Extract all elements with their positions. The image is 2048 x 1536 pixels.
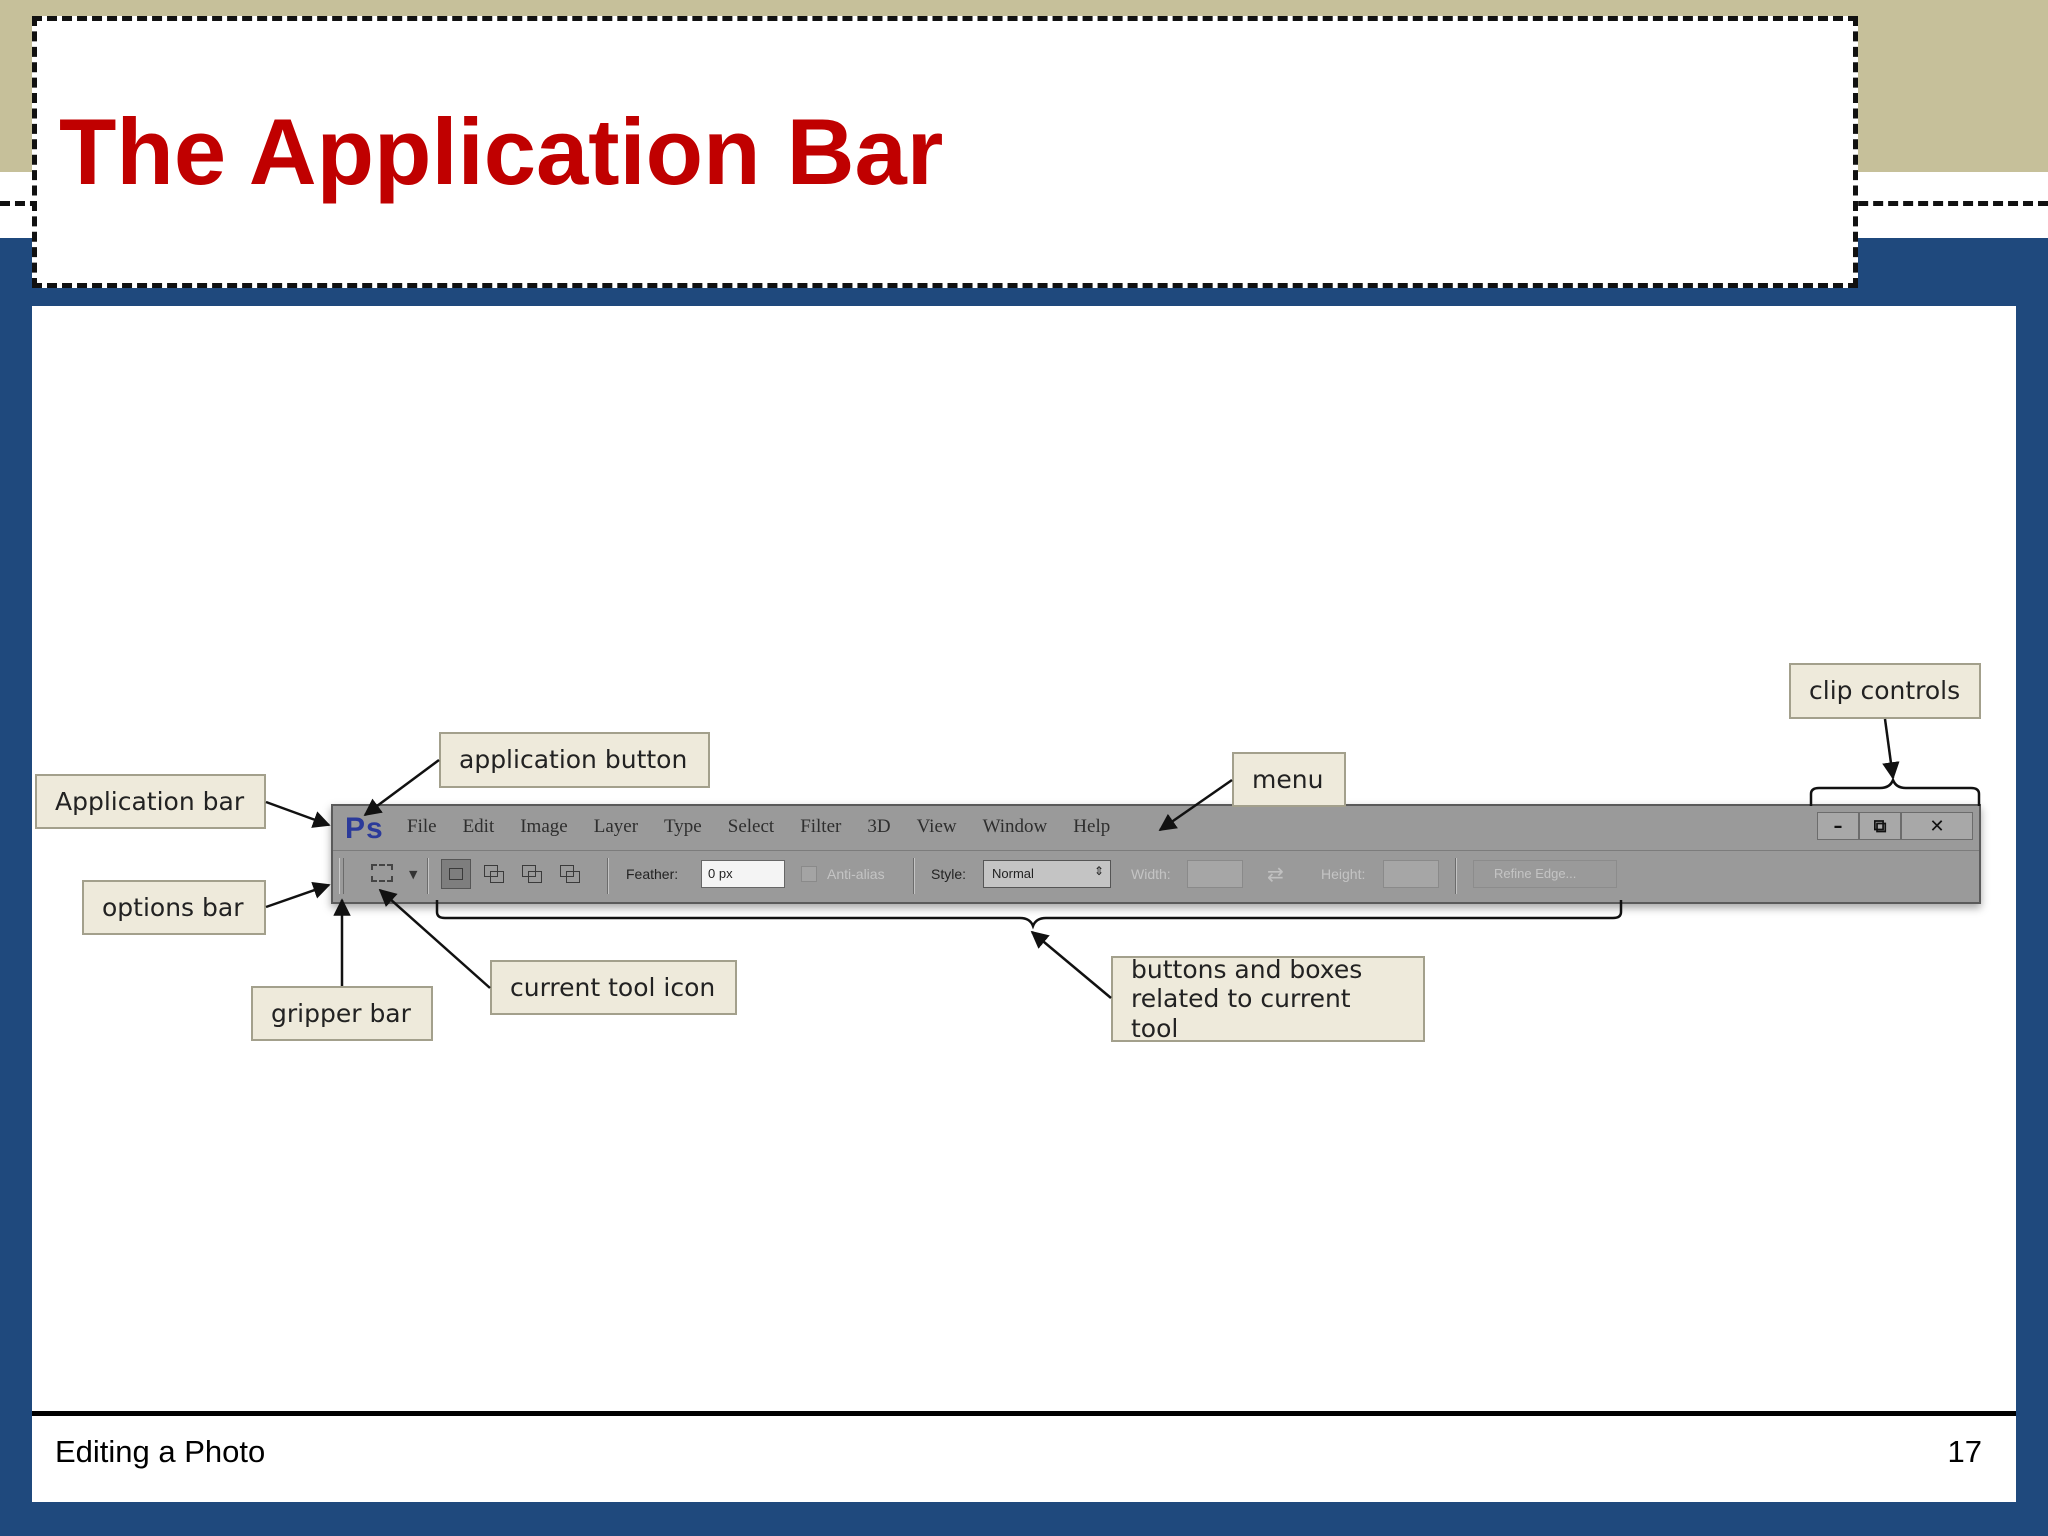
- callout-gripper-bar: gripper bar: [251, 986, 433, 1041]
- style-select-value: Normal: [992, 866, 1034, 881]
- anti-alias-checkbox[interactable]: [801, 866, 817, 882]
- restore-button[interactable]: ⧉: [1859, 812, 1901, 840]
- anti-alias-label: Anti-alias: [827, 866, 885, 882]
- callout-line: buttons and boxes: [1131, 954, 1363, 984]
- add-to-selection-button[interactable]: [479, 859, 509, 889]
- options-bar: ▼ Feather: 0 px Anti-alias Style: Normal…: [333, 850, 1979, 904]
- minimize-icon: –: [1833, 815, 1843, 837]
- menu-item-image[interactable]: Image: [520, 816, 568, 837]
- callout-line: related to current tool: [1131, 984, 1351, 1043]
- width-label: Width:: [1131, 866, 1171, 882]
- application-bar-screenshot: Ps File Edit Image Layer Type Select Fil…: [331, 804, 1981, 904]
- feather-input[interactable]: 0 px: [701, 860, 785, 888]
- callout-menu: menu: [1232, 752, 1346, 807]
- intersect-selection-icon-back: [566, 871, 580, 883]
- callout-buttons-and-boxes-text: buttons and boxes related to current too…: [1131, 955, 1405, 1044]
- menu-item-type[interactable]: Type: [664, 816, 702, 837]
- title-placeholder: The Application Bar: [32, 16, 1858, 288]
- add-selection-icon-back: [490, 871, 504, 883]
- callout-clip-controls: clip controls: [1789, 663, 1981, 719]
- menu-item-help[interactable]: Help: [1073, 816, 1111, 837]
- slide-content-area: [32, 306, 2016, 1502]
- options-separator: [427, 858, 429, 894]
- options-separator: [607, 858, 609, 894]
- new-selection-button[interactable]: [441, 859, 471, 889]
- menu-item-window[interactable]: Window: [982, 816, 1048, 837]
- options-separator: [913, 858, 915, 894]
- menu-item-view[interactable]: View: [916, 816, 957, 837]
- subtract-from-selection-button[interactable]: [517, 859, 547, 889]
- menu-item-file[interactable]: File: [407, 816, 437, 837]
- callout-current-tool-icon: current tool icon: [490, 960, 737, 1015]
- menu-item-layer[interactable]: Layer: [593, 816, 639, 837]
- marquee-tool-icon[interactable]: [371, 864, 393, 882]
- subtract-selection-icon-back: [528, 871, 542, 883]
- height-label: Height:: [1321, 866, 1366, 882]
- callout-application-bar: Application bar: [35, 774, 266, 829]
- restore-icon: ⧉: [1873, 815, 1887, 837]
- application-bar: Ps File Edit Image Layer Type Select Fil…: [333, 806, 1979, 851]
- close-button[interactable]: ✕: [1901, 812, 1973, 840]
- menu-item-select[interactable]: Select: [727, 816, 775, 837]
- minimize-button[interactable]: –: [1817, 812, 1859, 840]
- style-label: Style:: [931, 866, 967, 882]
- new-selection-icon: [449, 868, 463, 880]
- select-arrows-icon: ⇕: [1093, 864, 1104, 878]
- feather-label: Feather:: [626, 866, 679, 882]
- options-separator: [1455, 858, 1457, 894]
- gripper-bar[interactable]: [339, 858, 344, 894]
- menu-bar: File Edit Image Layer Type Select Filter…: [407, 816, 1136, 838]
- callout-application-button: application button: [439, 732, 710, 788]
- callout-buttons-and-boxes: buttons and boxes related to current too…: [1111, 955, 1425, 1044]
- swap-width-height-icon[interactable]: ⇄: [1267, 862, 1284, 886]
- refine-edge-button[interactable]: Refine Edge...: [1473, 860, 1617, 888]
- width-input[interactable]: [1187, 860, 1243, 888]
- slide-title: The Application Bar: [59, 99, 944, 204]
- style-select[interactable]: Normal ⇕: [983, 860, 1111, 888]
- menu-item-3d[interactable]: 3D: [867, 816, 891, 837]
- callout-options-bar: options bar: [82, 880, 266, 935]
- footer-rule: [32, 1411, 2016, 1416]
- clip-controls: – ⧉ ✕: [1817, 812, 1973, 840]
- tool-preset-dropdown-icon[interactable]: ▼: [409, 868, 418, 881]
- slide-number: 17: [1947, 1434, 1982, 1469]
- height-input[interactable]: [1383, 860, 1439, 888]
- intersect-selection-button[interactable]: [555, 859, 585, 889]
- footer-text: Editing a Photo: [55, 1434, 266, 1469]
- application-button[interactable]: Ps: [345, 812, 384, 845]
- menu-item-edit[interactable]: Edit: [462, 816, 495, 837]
- menu-item-filter[interactable]: Filter: [800, 816, 842, 837]
- close-icon: ✕: [1929, 815, 1945, 837]
